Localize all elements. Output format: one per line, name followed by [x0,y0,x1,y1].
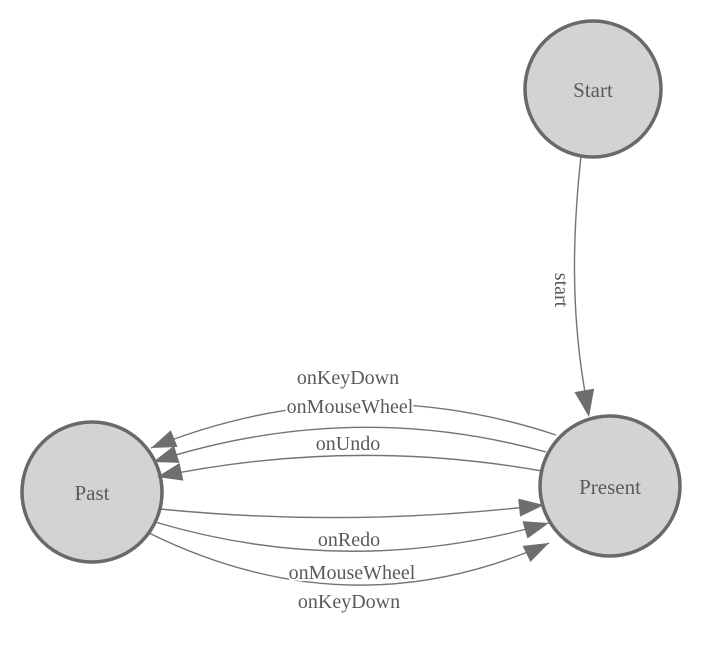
edge-layer [148,155,587,586]
edge-present-to-past-onmousewheel [152,426,547,463]
edge-label-layer: start onKeyDown onMouseWheel onUndo onRe… [285,271,574,615]
arrowhead-past-to-present-onmousewheel [522,521,549,539]
node-start[interactable]: Start [523,19,663,159]
edge-label-onundo: onUndo [316,433,380,455]
node-past-circle[interactable] [20,420,164,564]
node-present-circle[interactable] [538,414,682,558]
node-past[interactable]: Past [20,420,164,564]
arrowhead-present-to-past-onkeydown [151,430,178,448]
edge-start-to-present [573,155,587,399]
arrowhead-present-to-past-onundo [157,462,184,481]
edge-label-onkeydown-bottom: onKeyDown [298,591,400,613]
arrowhead-start-to-present [574,388,595,417]
arrowhead-past-to-present-onkeydown [522,543,549,563]
edge-label-onmousewheel-top: onMouseWheel [287,396,414,418]
edge-label-onmousewheel-bottom: onMouseWheel [289,562,416,584]
edge-label-onredo: onRedo [318,529,380,551]
node-start-circle[interactable] [523,19,663,159]
edge-present-to-past-onundo [156,454,543,478]
edge-past-to-present-onmousewheel [154,521,550,552]
edge-past-to-present-onredo [159,504,545,519]
arrowhead-layer [151,388,595,563]
arrowhead-present-to-past-onmousewheel [153,445,180,463]
edge-present-to-past-onkeydown [150,403,557,449]
arrowhead-past-to-present-onredo [518,498,544,517]
edge-label-start: start [550,273,572,308]
edge-past-to-present-onkeydown [148,532,550,586]
edge-label-onkeydown-top: onKeyDown [297,367,399,389]
node-present[interactable]: Present [538,414,682,558]
